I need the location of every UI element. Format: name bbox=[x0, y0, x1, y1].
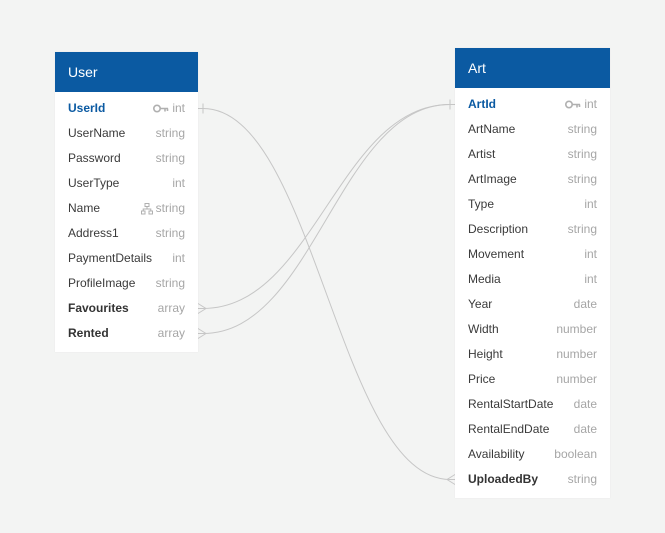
field-type: boolean bbox=[554, 447, 597, 461]
hierarchy-icon bbox=[140, 202, 153, 215]
table-art-header[interactable]: Art bbox=[455, 48, 610, 88]
field-name: ArtId bbox=[468, 97, 496, 111]
field-type: date bbox=[573, 397, 597, 411]
many-marker bbox=[446, 474, 456, 485]
field-row-description[interactable]: Description string bbox=[455, 217, 610, 242]
field-type: int bbox=[584, 247, 597, 261]
field-name: Price bbox=[468, 372, 496, 386]
field-name: Rented bbox=[68, 326, 109, 340]
field-name: ProfileImage bbox=[68, 276, 136, 290]
field-type: array bbox=[157, 326, 185, 340]
field-type: int bbox=[172, 176, 185, 190]
field-row-artid[interactable]: ArtId int bbox=[455, 92, 610, 117]
field-name: Address1 bbox=[68, 226, 119, 240]
field-row-profileimage[interactable]: ProfileImage string bbox=[55, 271, 198, 296]
field-name: ArtImage bbox=[468, 172, 517, 186]
field-row-artimage[interactable]: ArtImage string bbox=[455, 167, 610, 192]
field-type: int bbox=[172, 251, 185, 265]
field-row-uploadedby[interactable]: UploadedBy string bbox=[455, 467, 610, 492]
field-name: PaymentDetails bbox=[68, 251, 153, 265]
field-row-name[interactable]: Name string bbox=[55, 196, 198, 221]
key-icon bbox=[153, 104, 169, 113]
field-row-availability[interactable]: Availability boolean bbox=[455, 442, 610, 467]
field-row-username[interactable]: UserName string bbox=[55, 121, 198, 146]
field-row-media[interactable]: Media int bbox=[455, 267, 610, 292]
key-icon bbox=[565, 100, 581, 109]
field-name: ArtName bbox=[468, 122, 516, 136]
field-type: string bbox=[567, 222, 597, 236]
field-type: string bbox=[567, 147, 597, 161]
field-type: string bbox=[155, 151, 185, 165]
field-row-rentalenddate[interactable]: RentalEndDate date bbox=[455, 417, 610, 442]
field-type: array bbox=[157, 301, 185, 315]
field-name: Width bbox=[468, 322, 499, 336]
field-name: Type bbox=[468, 197, 495, 211]
field-type: int bbox=[584, 272, 597, 286]
field-type: int bbox=[584, 197, 597, 211]
field-name: Movement bbox=[468, 247, 525, 261]
field-row-paymentdetails[interactable]: PaymentDetails int bbox=[55, 246, 198, 271]
field-type: number bbox=[556, 322, 597, 336]
field-type: number bbox=[556, 347, 597, 361]
field-row-type[interactable]: Type int bbox=[455, 192, 610, 217]
field-type: date bbox=[573, 422, 597, 436]
field-type: string bbox=[155, 226, 185, 240]
field-name: Year bbox=[468, 297, 493, 311]
field-row-address1[interactable]: Address1 string bbox=[55, 221, 198, 246]
field-type: string bbox=[155, 201, 185, 215]
field-name: Height bbox=[468, 347, 503, 361]
field-name: Artist bbox=[468, 147, 496, 161]
relationship-line bbox=[198, 104, 455, 309]
field-row-height[interactable]: Height number bbox=[455, 342, 610, 367]
field-type: string bbox=[155, 126, 185, 140]
table-user-header[interactable]: User bbox=[55, 52, 198, 92]
field-row-artname[interactable]: ArtName string bbox=[455, 117, 610, 142]
field-row-year[interactable]: Year date bbox=[455, 292, 610, 317]
field-name: UserName bbox=[68, 126, 126, 140]
field-name: UserId bbox=[68, 101, 106, 115]
field-name: RentalEndDate bbox=[468, 422, 550, 436]
field-row-favourites[interactable]: Favourites array bbox=[55, 296, 198, 321]
field-row-artist[interactable]: Artist string bbox=[455, 142, 610, 167]
field-type: string bbox=[155, 276, 185, 290]
field-type: int bbox=[172, 101, 185, 115]
field-name: Availability bbox=[468, 447, 525, 461]
many-marker bbox=[197, 303, 207, 314]
field-type: date bbox=[573, 297, 597, 311]
field-row-rentalstartdate[interactable]: RentalStartDate date bbox=[455, 392, 610, 417]
field-row-password[interactable]: Password string bbox=[55, 146, 198, 171]
field-row-usertype[interactable]: UserType int bbox=[55, 171, 198, 196]
many-marker bbox=[197, 328, 207, 339]
field-row-movement[interactable]: Movement int bbox=[455, 242, 610, 267]
field-row-rented[interactable]: Rented array bbox=[55, 321, 198, 346]
field-name: RentalStartDate bbox=[468, 397, 554, 411]
field-type: string bbox=[567, 122, 597, 136]
field-type: string bbox=[567, 172, 597, 186]
field-name: Password bbox=[68, 151, 121, 165]
field-name: UploadedBy bbox=[468, 472, 539, 486]
field-row-width[interactable]: Width number bbox=[455, 317, 610, 342]
field-type: number bbox=[556, 372, 597, 386]
field-type: int bbox=[584, 97, 597, 111]
field-row-price[interactable]: Price number bbox=[455, 367, 610, 392]
field-name: Favourites bbox=[68, 301, 129, 315]
relationship-line bbox=[198, 108, 455, 480]
field-name: Description bbox=[468, 222, 529, 236]
field-row-userid[interactable]: UserId int bbox=[55, 96, 198, 121]
relationship-line bbox=[198, 104, 455, 334]
field-name: Name bbox=[68, 201, 101, 215]
field-name: Media bbox=[468, 272, 501, 286]
field-name: UserType bbox=[68, 176, 120, 190]
field-type: string bbox=[567, 472, 597, 486]
